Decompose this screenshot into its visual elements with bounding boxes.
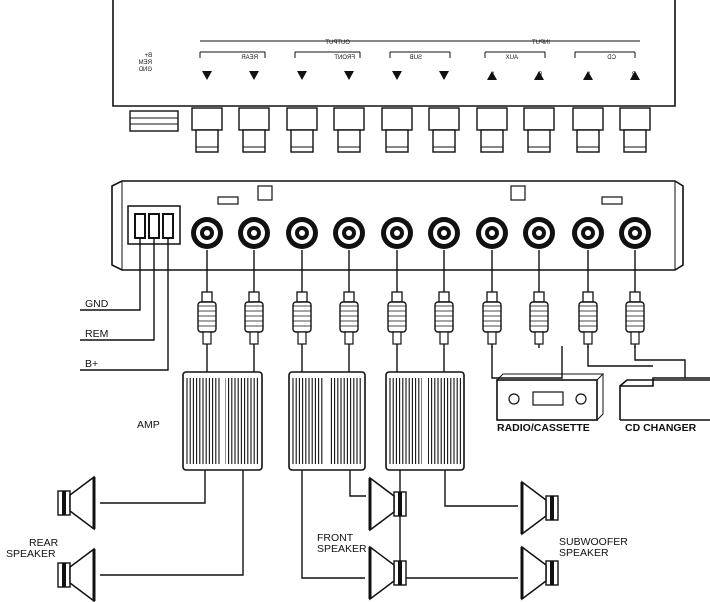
radio-cassette-label: RADIO/CASSETTE (497, 422, 590, 434)
rca-plug-icon (434, 250, 454, 372)
signal-arrow-icon (439, 71, 449, 80)
rca-plug-icon (244, 250, 264, 372)
radio-cassette: RADIO/CASSETTE (491, 346, 605, 434)
front-speaker-label-2: SPEAKER (317, 543, 367, 555)
top-section-input: INPUT (532, 40, 550, 46)
speaker-icon (520, 545, 559, 601)
main-jack-row (191, 217, 651, 249)
speaker-icon (368, 476, 407, 532)
top-panel: GND REM B+ INPUT OUTPUT REAR FRONT SUB A… (112, 0, 676, 153)
rear-speaker-label-1: REAR (29, 537, 59, 549)
rca-plug-icon (387, 250, 407, 372)
cd-changer-label: CD CHANGER (625, 422, 697, 434)
rca-jack-icon (523, 107, 555, 153)
signal-arrow-icon (202, 71, 212, 80)
wire-label-rem: REM (85, 328, 108, 340)
amplifier-icon (182, 371, 263, 471)
speaker-icon (57, 475, 96, 531)
top-power-rem: REM (139, 60, 152, 66)
signal-arrow-icon (392, 71, 402, 80)
speaker-icon (368, 545, 407, 601)
rca-jack-icon (238, 107, 270, 153)
rca-jack-icon (333, 107, 365, 153)
rca-jack-icon (619, 217, 651, 249)
signal-arrow-icon (249, 71, 259, 80)
amplifier-icon (288, 371, 366, 471)
speaker-icon (57, 547, 96, 602)
rca-jack-icon (619, 107, 651, 153)
sub-speaker-label-1: SUBWOOFER (559, 536, 628, 548)
rca-jack-icon (286, 107, 318, 153)
rca-jack-icon (191, 217, 223, 249)
signal-arrow-icon (297, 71, 307, 80)
rca-plug-icon (197, 250, 217, 372)
speaker-labels: REAR SPEAKER FRONT SPEAKER SUBWOOFER SPE… (6, 532, 628, 560)
signal-arrow-icon (344, 71, 354, 80)
wire-label-bplus: B+ (85, 358, 98, 370)
amp-label: AMP (137, 419, 160, 431)
cd-changer: CD CHANGER (587, 346, 710, 434)
signal-arrow-icon (630, 71, 640, 80)
rca-jack-icon (381, 107, 413, 153)
rca-jack-icon (428, 107, 460, 153)
top-group-cd: CD (607, 55, 616, 61)
speaker-wires (100, 470, 518, 579)
speaker-icon (520, 480, 559, 536)
rca-cable-row (197, 250, 645, 372)
rca-jack-icon (476, 217, 508, 249)
top-group-sub: SUB (410, 55, 422, 61)
signal-arrow-icon (487, 71, 497, 80)
rca-jack-icon (428, 217, 460, 249)
rca-plug-icon (625, 250, 645, 348)
rca-plug-icon (482, 250, 502, 348)
amplifier-icon (385, 371, 465, 471)
top-arrow-row (202, 71, 640, 80)
rca-plug-icon (578, 250, 598, 348)
top-group-aux: AUX (506, 55, 518, 61)
wire-label-gnd: GND (85, 298, 109, 310)
sub-speaker-label-2: SPEAKER (559, 547, 609, 559)
rca-jack-icon (523, 217, 555, 249)
rca-jack-icon (286, 217, 318, 249)
rca-jack-icon (333, 217, 365, 249)
signal-arrow-icon (534, 71, 544, 80)
power-wires: GND REM B+ (80, 238, 169, 371)
rca-plug-icon (292, 250, 312, 372)
rca-jack-icon (381, 217, 413, 249)
rca-jack-icon (572, 107, 604, 153)
top-power-gnd: GND (138, 67, 152, 73)
top-group-front: FRONT (334, 55, 355, 61)
rca-plug-icon (339, 250, 359, 372)
rca-jack-icon (191, 107, 223, 153)
rear-speaker-label-2: SPEAKER (6, 548, 56, 560)
top-jack-row (191, 107, 651, 153)
signal-arrow-icon (583, 71, 593, 80)
rca-jack-icon (238, 217, 270, 249)
rca-jack-icon (572, 217, 604, 249)
speaker-group (57, 475, 559, 602)
rca-plug-icon (529, 250, 549, 348)
amplifier-row (182, 371, 465, 471)
top-section-output: OUTPUT (325, 40, 350, 46)
rca-jack-icon (476, 107, 508, 153)
top-power-bplus: B+ (144, 53, 152, 59)
processor-unit (111, 180, 684, 271)
top-group-rear: REAR (241, 55, 258, 61)
front-speaker-label-1: FRONT (317, 532, 354, 544)
